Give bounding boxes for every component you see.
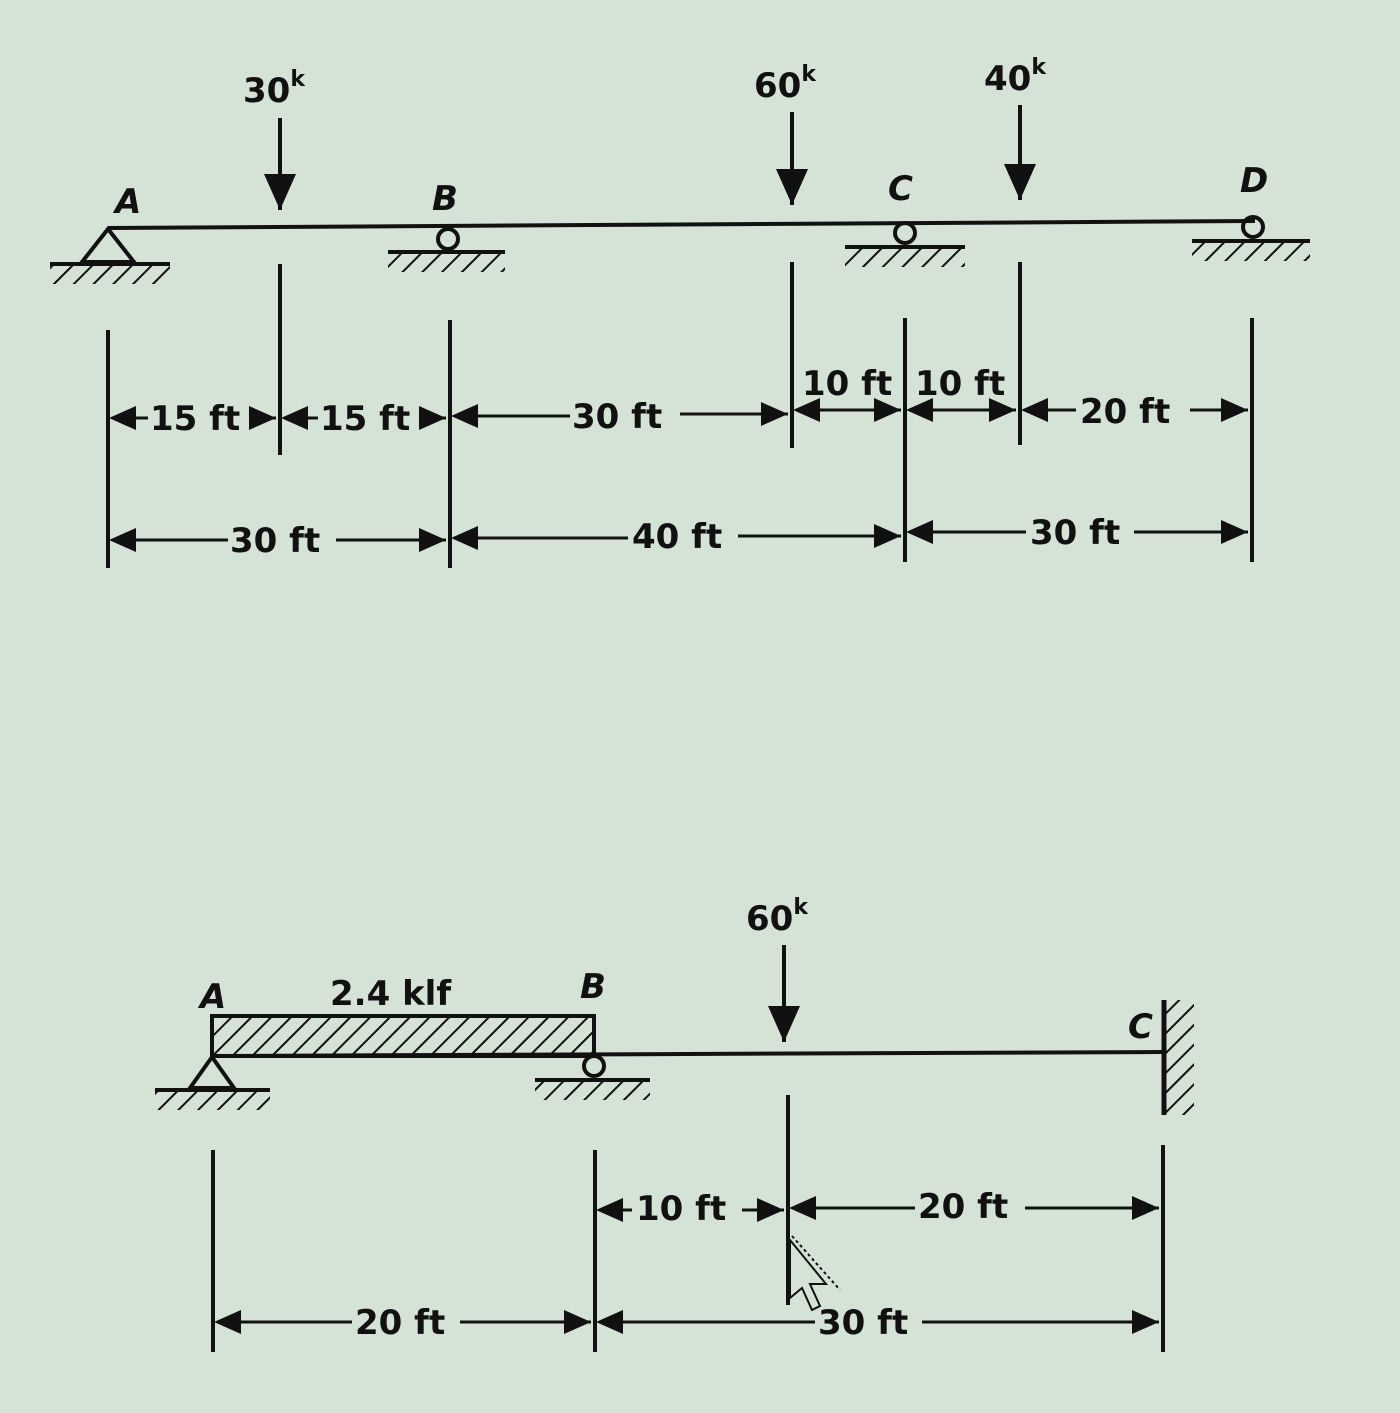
dim-upper-5: 10 ft <box>915 364 1005 404</box>
dim-lower-3: 30 ft <box>1030 513 1120 553</box>
load-3-label: 40k <box>984 55 1047 99</box>
node-a-label: A <box>112 182 141 222</box>
load-1-label: 30k <box>243 67 306 111</box>
support-c-roller <box>845 221 965 267</box>
support-d-roller <box>1192 215 1310 261</box>
beam-2-extension-lines <box>211 1095 1165 1352</box>
load-label: 60k <box>746 895 809 939</box>
distributed-load-label: 2.4 klf <box>330 974 452 1014</box>
dim-upper-4: 10 ft <box>802 364 892 404</box>
dim-upper-1: 15 ft <box>150 399 240 439</box>
beam-2-dimension-upper <box>596 1196 1159 1222</box>
beam-1-dimension-upper <box>109 398 1248 430</box>
dim-upper-2: 20 ft <box>918 1187 1008 1227</box>
beam-1-extension-lines <box>106 262 1254 568</box>
beam-1-member <box>107 219 1256 230</box>
support-a-pin <box>50 225 170 284</box>
load-2-label: 60k <box>754 62 817 106</box>
dim-lower-1: 20 ft <box>355 1303 445 1343</box>
dim-upper-2: 15 ft <box>320 399 410 439</box>
node-a-label: A <box>197 977 226 1017</box>
node-b-label: B <box>432 179 458 219</box>
distributed-load <box>210 1014 596 1058</box>
dim-upper-3: 30 ft <box>572 397 662 437</box>
node-b-label: B <box>580 967 606 1007</box>
node-c-label: C <box>888 169 913 209</box>
beam-2-member <box>211 1050 1163 1058</box>
dim-lower-2: 40 ft <box>632 517 722 557</box>
dim-lower-1: 30 ft <box>230 521 320 561</box>
support-a-pin <box>155 1053 270 1110</box>
dim-lower-2: 30 ft <box>818 1303 908 1343</box>
support-c-fixed <box>1161 1000 1194 1115</box>
support-b-roller <box>388 227 505 272</box>
node-d-label: D <box>1240 161 1268 201</box>
beam-1: A B C D 30k 60k 40k <box>50 55 1310 568</box>
node-c-label: C <box>1128 1007 1153 1047</box>
dim-upper-1: 10 ft <box>636 1189 726 1229</box>
beam-2: 2.4 klf A B C 60k <box>155 895 1194 1352</box>
pointer-cursor-icon <box>789 1235 841 1312</box>
beam-1-dimension-lower <box>109 520 1248 552</box>
support-b-roller <box>535 1054 650 1100</box>
dim-upper-6: 20 ft <box>1080 392 1170 432</box>
